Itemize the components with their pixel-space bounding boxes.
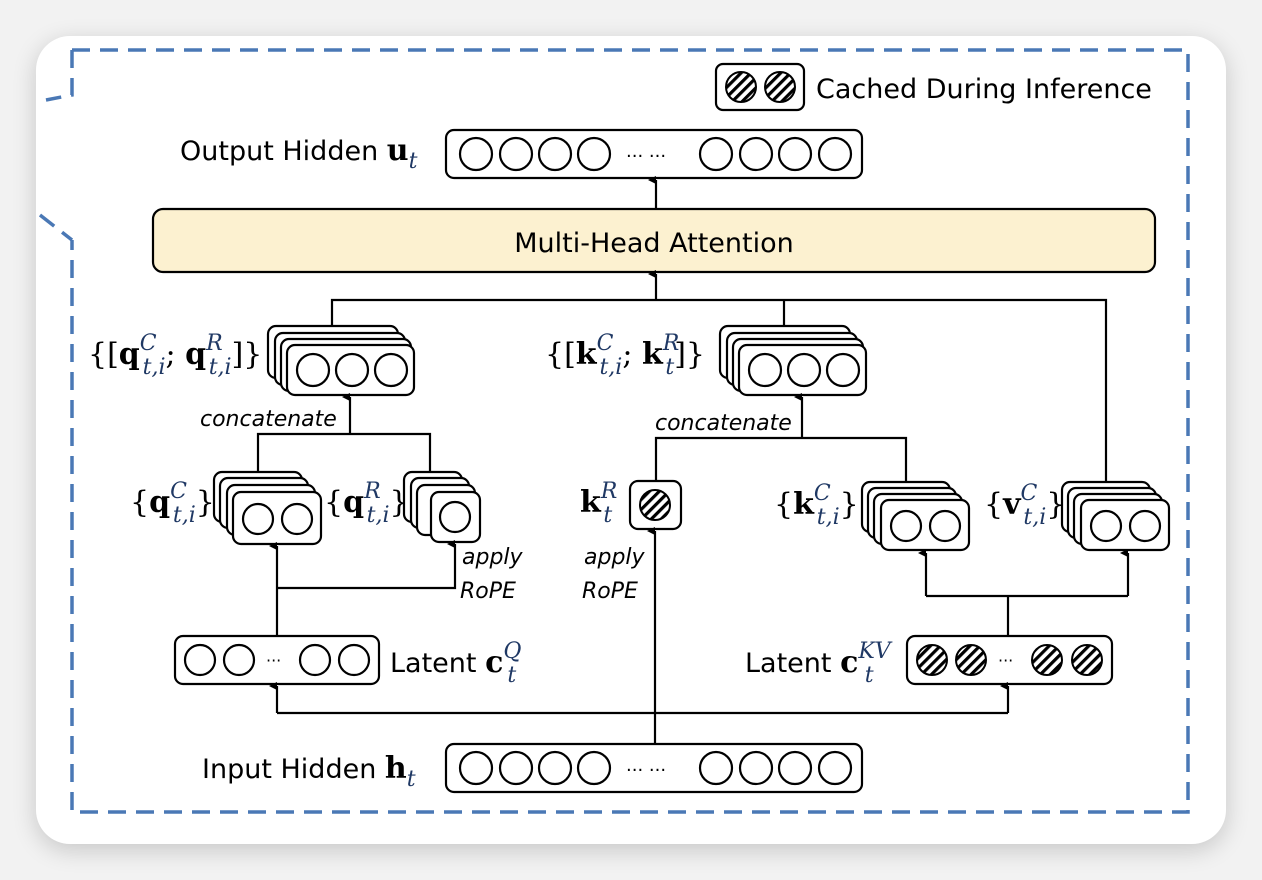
ellipsis: ··· [266, 651, 281, 670]
concatenate-label-left: concatenate [200, 407, 337, 432]
hatched-circle-icon [764, 71, 796, 103]
output-hidden: Output Hidden ut ··· ··· [180, 128, 864, 180]
concatenate-label-right: concatenate [655, 411, 792, 436]
hatched-circle-icon [916, 644, 948, 676]
ellipsis: ··· ··· [626, 760, 666, 781]
attention-label: Multi-Head Attention [514, 228, 794, 259]
concat-connectors [256, 393, 908, 484]
rope-q-line2: RoPE [460, 579, 516, 604]
neuron-circles [458, 136, 853, 172]
input-hidden-label: Input Hidden ht [202, 751, 416, 792]
legend-label: Cached During Inference [816, 74, 1152, 105]
rope-k-line1: apply [584, 545, 646, 570]
hatched-circle-icon [1031, 644, 1063, 676]
hatched-circle-icon [639, 489, 671, 521]
hatched-circle-icon [725, 71, 757, 103]
k-concat-stack [718, 324, 868, 397]
input-hidden-vector [444, 742, 864, 794]
rope-q-line1: apply [462, 545, 524, 570]
ellipsis: ··· ··· [626, 146, 666, 167]
legend: Cached During Inference [714, 62, 1152, 112]
ellipsis: ··· [998, 651, 1013, 670]
dashed-boundary [38, 48, 1190, 814]
latent-kv-vector: ··· [905, 634, 1114, 686]
v-compressed-stack [1060, 480, 1171, 552]
neuron-circles [458, 750, 853, 786]
k-rope-box [628, 479, 683, 531]
input-connectors [269, 682, 1010, 715]
hatched-circle-icon [955, 644, 987, 676]
output-hidden-label: Output Hidden ut [180, 133, 418, 174]
connector-lines [330, 270, 1108, 484]
q-branch-connectors [269, 540, 457, 636]
input-hidden: Input Hidden ht ··· ··· [202, 742, 864, 794]
k-compressed-stack [860, 480, 971, 552]
kv-branch-connectors [918, 549, 1130, 636]
q-concat-stack [266, 324, 416, 397]
q-rope-stack [402, 470, 482, 544]
multi-head-attention-block: Multi-Head Attention [151, 207, 1157, 274]
q-compressed-stack [212, 470, 323, 546]
hatched-circle-icon [1071, 644, 1103, 676]
latent-q-vector: ··· [173, 634, 381, 686]
rope-k-line2: RoPE [582, 579, 638, 604]
